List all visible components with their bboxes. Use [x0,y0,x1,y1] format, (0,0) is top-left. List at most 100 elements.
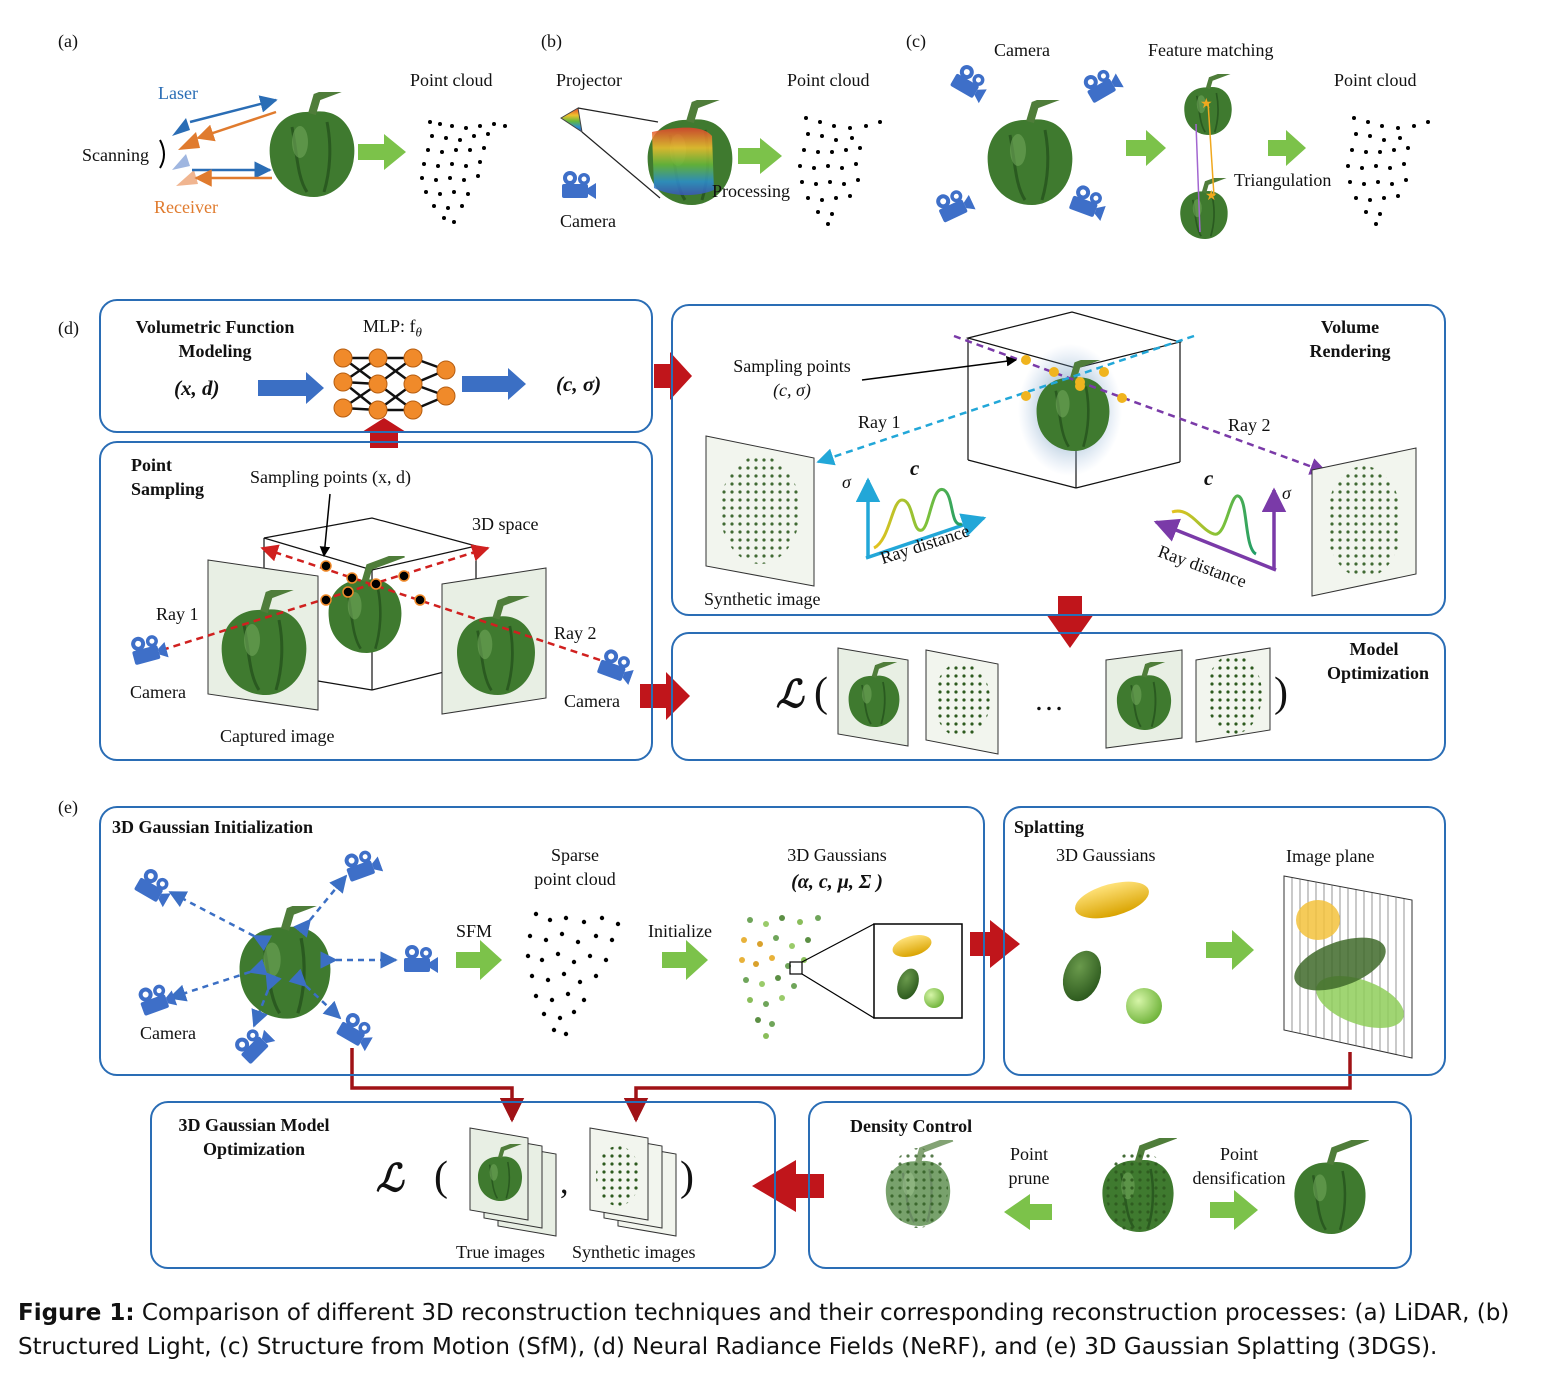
laser-emitter [172,118,190,136]
prune-line1: Point [1009,1144,1048,1164]
svg-text:★: ★ [1205,189,1218,204]
panel-e-graphics [133,845,1413,1236]
sampling-points-xd-label: Sampling points (x, d) [250,467,411,487]
panel-c-graphics: ★ ★ [932,62,1430,239]
splat-gaussians-label: 3D Gaussians [1056,845,1156,865]
scanning-label: Scanning [82,145,149,165]
ray1-ps-label: Ray 1 [156,604,199,624]
box-volumetric-function-modeling [99,299,653,433]
comma-e: , [560,1164,569,1201]
panel-a-label: (a) [58,31,78,51]
svg-text:★: ★ [1200,97,1213,112]
captured-image-label: Captured image [220,726,335,746]
feature-view-2 [1180,175,1229,239]
vr-title-line2: Rendering [1309,341,1391,361]
ellipsis-d: … [1034,684,1064,717]
box-point-sampling [99,441,653,761]
sigma-label-left: σ [842,472,851,492]
loss-symbol-e: ℒ [376,1158,404,1200]
caption-label: Figure 1: [18,1300,135,1326]
opt-title-line2: Optimization [203,1139,305,1159]
loss-symbol-d: ℒ [776,674,804,716]
sparse-line1: Sparse [551,845,599,865]
point-cloud-b [798,116,882,226]
projector-label: Projector [556,70,622,90]
init-title: 3D Gaussian Initialization [112,817,314,837]
input-xd: (x, d) [174,376,220,400]
close-paren-e: ) [680,1154,694,1200]
c-label-left: c [910,456,920,480]
c-label-right: c [1204,466,1214,490]
projector-icon [560,107,583,134]
synthetic-images-label: Synthetic images [572,1242,696,1262]
ray2-ps-label: Ray 2 [554,623,597,643]
point-cloud-c [1346,116,1430,226]
vr-title-line1: Volume [1320,317,1380,337]
laser-receiver [178,132,200,150]
open-paren-e: ( [434,1154,448,1200]
sigma-label-right: σ [1282,483,1291,503]
camera-b-label: Camera [560,211,616,231]
box-gaussian-initialization [99,806,985,1076]
panel-d-label: (d) [58,318,79,338]
box-splatting [1003,806,1446,1076]
sampling-points-cs-line2: (c, σ) [773,380,811,400]
laser-label: Laser [158,83,198,103]
mo-title-line2: Optimization [1327,663,1429,683]
camera-c-label: Camera [994,40,1050,60]
sfm-label: SFM [456,921,493,941]
mo-title-line1: Model [1349,639,1399,659]
point-cloud-a-label: Point cloud [410,70,493,90]
gaussians-line2: (α, c, μ, Σ ) [791,871,883,893]
camera-left-label: Camera [130,682,186,702]
box-density-control [808,1101,1412,1269]
ps-title-line1: Point [131,455,173,475]
laser-emitter-scan [172,154,190,170]
triangulation-label: Triangulation [1234,170,1332,190]
pepper-image [270,82,357,197]
box-gaussian-optimization [150,1101,776,1269]
space-3d-label: 3D space [472,514,539,534]
panel-b-graphics [560,90,882,226]
dens-line1: Point [1219,1144,1258,1164]
laser-receiver-scan [176,170,198,186]
camera-icon [562,171,596,199]
initialize-label: Initialize [648,921,712,941]
camera-right-label: Camera [564,691,620,711]
image-plane-label: Image plane [1286,846,1375,866]
figure-caption: Figure 1: Comparison of different 3D rec… [18,1296,1538,1364]
sparse-line2: point cloud [534,869,616,889]
structured-light-pattern [652,127,714,196]
dens-line2: densification [1192,1168,1286,1188]
sparse-point-cloud [525,911,621,1037]
point-cloud-b-label: Point cloud [787,70,870,90]
feature-matching-label: Feature matching [1148,40,1274,60]
output-csigma: (c, σ) [556,372,602,396]
processing-label: Processing [712,181,790,201]
point-cloud-a [420,120,507,224]
box-model-optimization [671,632,1446,761]
receiver-label: Receiver [154,197,218,217]
box-volume-rendering [671,304,1446,616]
ps-title-line2: Sampling [131,479,205,499]
vfm-title-line1: Volumetric Function [135,317,295,337]
panel-b-label: (b) [541,31,562,51]
image-plane [1283,875,1413,1059]
panel-c-label: (c) [906,31,926,51]
gaussian-cloud [739,915,821,1039]
green-arrow [358,134,406,170]
open-paren-d: ( [814,670,828,716]
vfm-title-line2: Modeling [178,341,252,361]
close-paren-d: ) [1274,670,1288,716]
synthetic-image-label: Synthetic image [704,589,821,609]
ray1-vr-label: Ray 1 [858,412,901,432]
prune-line2: prune [1008,1168,1050,1188]
sampling-points-cs-line1: Sampling points [733,356,851,376]
panel-d-graphics [128,311,1417,755]
camera-e-label: Camera [140,1023,196,1043]
opt-title-line1: 3D Gaussian Model [178,1115,330,1135]
red-arrow-up [362,418,406,448]
caption-text: Comparison of different 3D reconstructio… [18,1300,1510,1360]
panel-a-graphics [159,82,507,224]
